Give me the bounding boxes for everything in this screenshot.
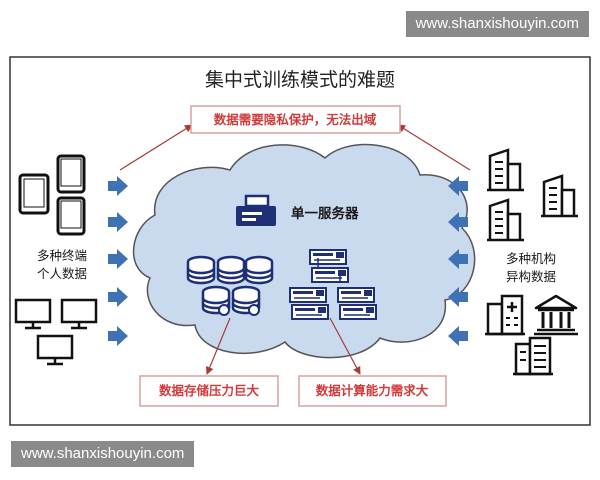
- database-icon: [186, 255, 274, 316]
- monitor-icon: [14, 298, 52, 330]
- privacy-problem-text: 数据需要隐私保护，无法出域: [213, 112, 377, 127]
- left-label-line1: 多种终端: [37, 248, 87, 263]
- cloud: [133, 143, 476, 359]
- diagram-title: 集中式训练模式的难题: [205, 69, 395, 91]
- phone-icon: [56, 196, 86, 236]
- privacy-connector-left: [119, 124, 193, 171]
- right-label-line2: 异构数据: [506, 269, 556, 284]
- server-label: 单一服务器: [291, 205, 359, 222]
- monitor-icon: [60, 298, 98, 330]
- watermark-top: www.shanxishouyin.com: [405, 11, 589, 37]
- compute-problem-text: 数据计算能力需求大: [315, 383, 429, 398]
- compute-problem-box: [298, 375, 447, 407]
- storage-connector: [205, 317, 231, 375]
- storage-problem-box: [139, 375, 279, 407]
- right-label-line1: 多种机构: [506, 251, 556, 266]
- network-switch-icon: [289, 249, 377, 320]
- left-label-line2: 个人数据: [37, 266, 87, 281]
- watermark-bottom: www.shanxishouyin.com: [11, 441, 195, 467]
- office-building-icon: [513, 336, 553, 376]
- compute-connector: [329, 317, 361, 375]
- tablet-icon: [18, 173, 50, 215]
- privacy-connector-right: [397, 124, 471, 171]
- hospital-icon: [485, 294, 525, 336]
- bank-icon: [534, 294, 578, 336]
- monitor-icon: [36, 334, 74, 366]
- storage-problem-text: 数据存储压力巨大: [158, 383, 260, 398]
- phone-icon: [56, 154, 86, 194]
- printer-server-icon: [236, 194, 276, 226]
- privacy-problem-box: [190, 105, 401, 134]
